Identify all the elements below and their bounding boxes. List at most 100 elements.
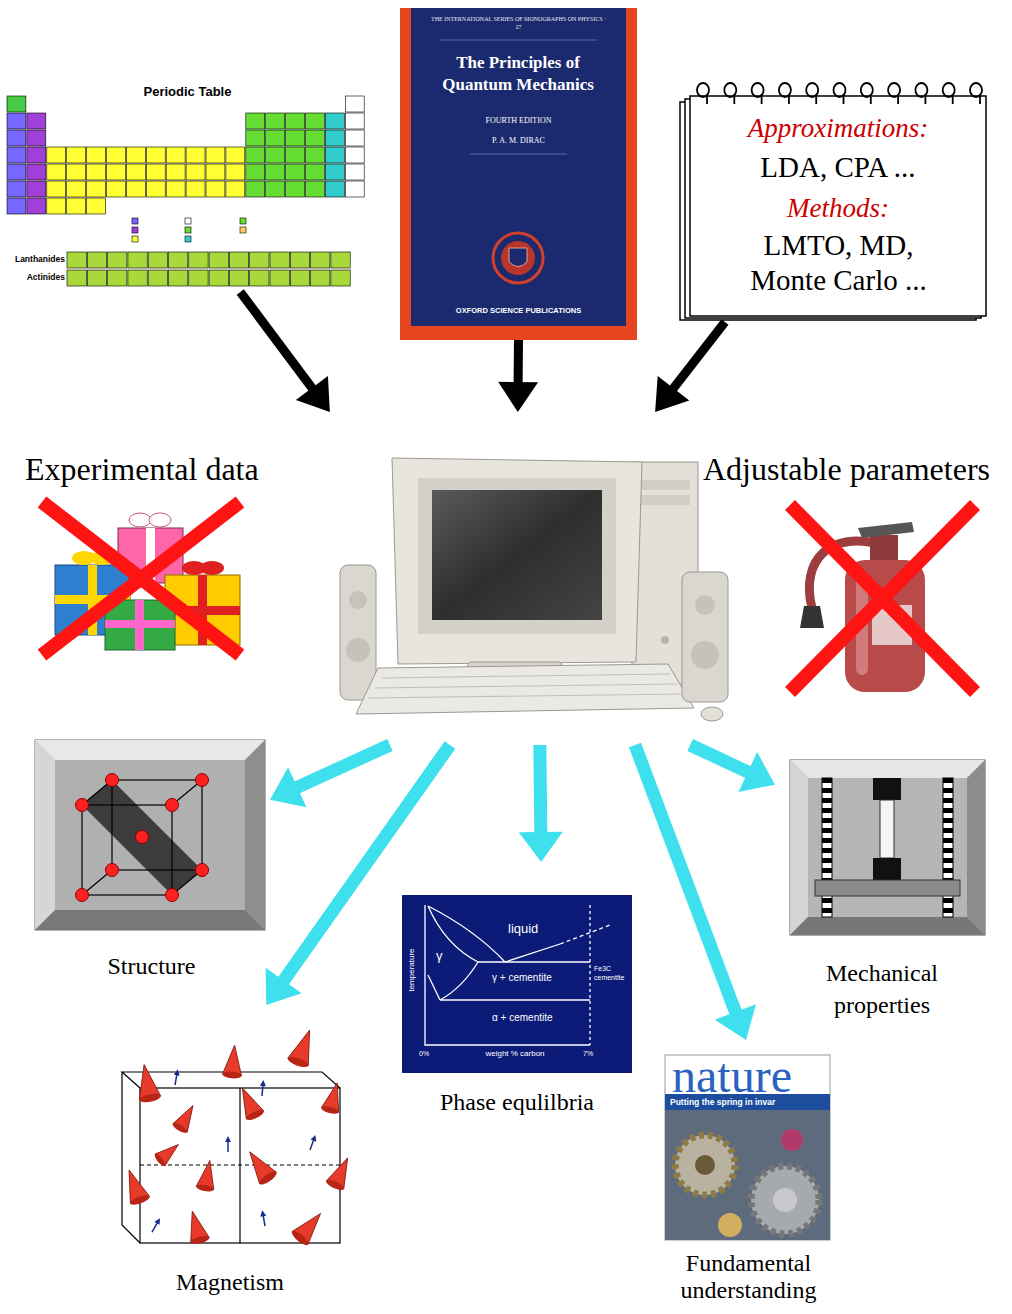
arrow-shaft xyxy=(293,745,390,789)
journal-cover-art xyxy=(773,1188,797,1212)
periodic-table-art xyxy=(345,130,364,146)
crystal-structure-art xyxy=(136,831,149,844)
periodic-table-art xyxy=(331,252,350,268)
periodic-table-art xyxy=(311,270,330,286)
periodic-table-art xyxy=(306,130,325,146)
tensile-tester-art xyxy=(880,800,894,858)
arrow-shaft xyxy=(690,745,752,774)
magnetic-moments-art xyxy=(140,1164,340,1165)
tensile-tester-art xyxy=(873,778,901,800)
periodic-table-art xyxy=(286,113,305,129)
gift-boxes-art xyxy=(42,502,240,655)
arrow-shaft xyxy=(671,322,725,392)
phase-label: α + cementite xyxy=(492,1012,572,1024)
arrow-head xyxy=(296,376,330,412)
row-label: Actinides xyxy=(18,272,65,283)
book-art xyxy=(470,154,567,155)
spin-cones xyxy=(139,1092,162,1103)
periodic-table-art xyxy=(325,130,344,146)
periodic-table-art xyxy=(128,270,147,286)
gift-boxes-art xyxy=(129,513,151,527)
computer-art xyxy=(340,565,376,700)
book-art xyxy=(509,248,527,267)
flow-arrow xyxy=(240,292,330,412)
periodic-table-art xyxy=(226,181,245,197)
periodic-table-art xyxy=(266,147,285,163)
periodic-table-art xyxy=(229,270,248,286)
arrow-head xyxy=(266,968,302,1005)
periodic-table-art xyxy=(87,198,106,214)
flow-arrow xyxy=(266,745,450,1005)
periodic-table-art xyxy=(189,252,208,268)
spin-cones xyxy=(153,1139,183,1168)
book-art xyxy=(400,8,637,340)
periodic-table-art xyxy=(107,147,126,163)
periodic-table-art xyxy=(27,130,46,146)
computer-art xyxy=(701,707,723,721)
journal-cover-art xyxy=(718,1213,742,1237)
periodic-table-art xyxy=(132,218,138,224)
computer-art xyxy=(418,478,616,634)
periodic-table-art xyxy=(290,270,309,286)
phase-diagram-art xyxy=(402,895,632,1073)
spiral-binding xyxy=(897,94,899,104)
crystal-structure-art xyxy=(82,780,202,895)
periodic-table-art xyxy=(286,164,305,180)
fire-extinguisher-art xyxy=(790,505,975,692)
notepad-art xyxy=(690,96,986,316)
periodic-table-art xyxy=(146,164,165,180)
periodic-table-art xyxy=(67,198,86,214)
periodic-table-art xyxy=(286,130,305,146)
spiral-binding xyxy=(815,94,817,104)
periodic-table-art xyxy=(47,164,66,180)
spin-cones xyxy=(222,1044,244,1079)
periodic-table-art xyxy=(7,164,26,180)
spin-cones xyxy=(325,1178,345,1192)
periodic-table-art xyxy=(290,252,309,268)
computer-art xyxy=(432,490,602,620)
computer xyxy=(325,412,698,745)
spin-cones xyxy=(241,1146,278,1187)
edition-line: FOURTH EDITION xyxy=(410,116,627,126)
periodic-table-art xyxy=(132,236,138,242)
periodic-table-art xyxy=(7,147,26,163)
spin-cones xyxy=(259,1080,266,1096)
periodic-table-art xyxy=(87,270,106,286)
crystal-structure-art xyxy=(245,740,265,930)
periodic-table-art xyxy=(186,164,205,180)
crystal-structure-art xyxy=(35,910,265,930)
periodic-table-art xyxy=(87,252,106,268)
spin-cones xyxy=(311,1134,319,1142)
periodic-table-art xyxy=(27,181,46,197)
journal-cover-art xyxy=(665,1110,830,1240)
spin-cones xyxy=(259,1210,266,1217)
tensile-tester-art xyxy=(790,760,985,935)
periodic-table-art xyxy=(126,181,145,197)
spin-cones xyxy=(149,1217,162,1234)
magnetic-moments-art xyxy=(122,1072,140,1243)
periodic-table-art xyxy=(107,164,126,180)
periodic-table-art xyxy=(146,147,165,163)
periodic-table-art xyxy=(306,164,325,180)
gift-boxes-art xyxy=(105,600,175,650)
periodic-table-art xyxy=(67,270,86,286)
periodic-table-art xyxy=(186,147,205,163)
spin-cones xyxy=(321,1081,346,1116)
tensile-tester-art xyxy=(873,858,901,880)
periodic-table-art xyxy=(27,198,46,214)
crystal-structure-art xyxy=(166,889,179,902)
spiral-binding xyxy=(952,94,954,104)
note-line: LMTO, MD, Monte Carlo ... xyxy=(731,228,946,298)
periodic-table-art xyxy=(189,270,208,286)
tensile-tester-art xyxy=(815,880,960,896)
chart-title: Periodic Table xyxy=(120,84,255,100)
phase-diagram-art xyxy=(560,925,610,944)
output-caption: Structure xyxy=(35,952,268,981)
tensile-tester-art xyxy=(790,760,985,935)
periodic-table-art xyxy=(132,227,138,233)
periodic-table-art xyxy=(325,164,344,180)
spin-cones xyxy=(196,1183,215,1192)
phase-diagram-art xyxy=(425,905,610,1045)
computer-art xyxy=(640,495,690,505)
